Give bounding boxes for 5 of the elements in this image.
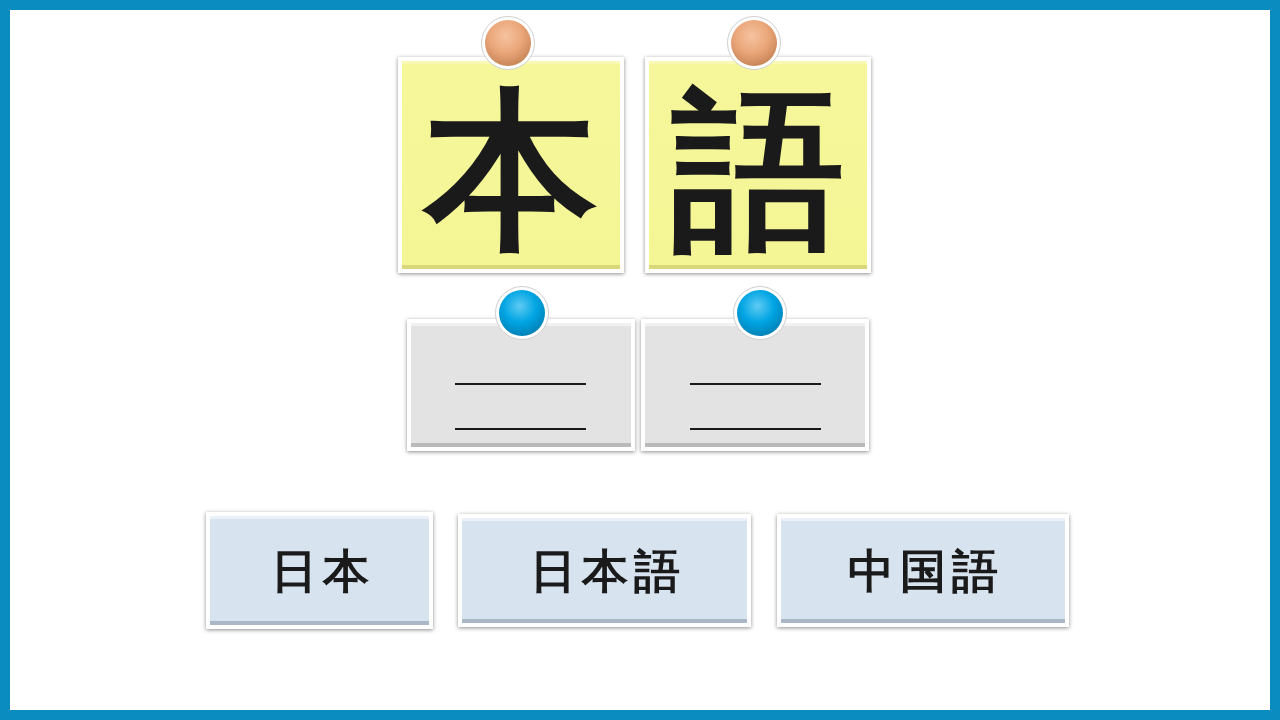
kanji-character: 本 <box>402 85 620 257</box>
kanji-character: 語 <box>670 85 845 257</box>
word-text: 日本語 <box>528 547 687 594</box>
word-text: 中国語 <box>847 547 1005 594</box>
word-text: 日本 <box>269 547 376 594</box>
